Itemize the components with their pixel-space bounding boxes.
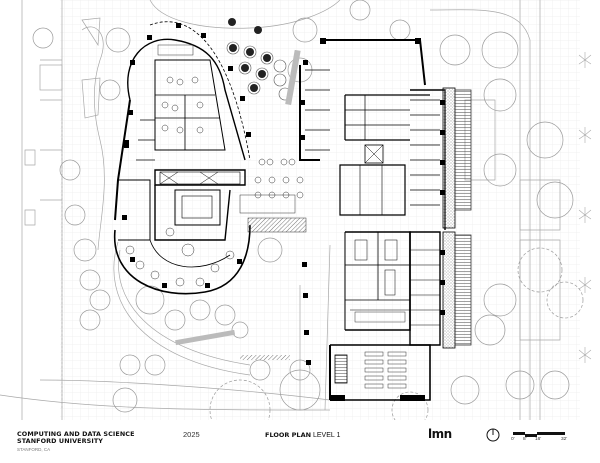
site-paving-grid: [60, 0, 580, 420]
sheet-title: FLOOR PLAN LEVEL 1: [265, 431, 340, 439]
scale-label-8: 8': [523, 437, 527, 442]
classroom-desks: [354, 311, 407, 389]
scale-label-0: 0': [511, 437, 515, 442]
east-block: [299, 39, 446, 401]
project-location: STANFORD, CA: [17, 447, 51, 452]
sheet-title-level: LEVEL 1: [313, 432, 341, 439]
sheet-title-bold: FLOOR PLAN: [265, 431, 312, 439]
floor-plan-drawing: [0, 0, 592, 420]
project-name: COMPUTING AND DATA SCIENCE: [17, 430, 135, 438]
scale-label-32: 32': [561, 437, 568, 442]
scale-bar: 0' 8' 16' 32': [510, 427, 600, 447]
title-block: COMPUTING AND DATA SCIENCE STANFORD UNIV…: [0, 425, 600, 463]
west-wing: [113, 21, 251, 295]
north-arrow-icon: [486, 428, 500, 442]
furniture: [125, 44, 307, 287]
scale-label-16: 16': [535, 437, 542, 442]
courtyard-tables: [228, 18, 271, 92]
shrub-symbols: [578, 52, 592, 363]
east-columns: [300, 38, 445, 401]
client-name: STANFORD UNIVERSITY: [17, 437, 104, 445]
trees: [32, 0, 584, 420]
scale-bar-graphic: [513, 432, 565, 437]
project-info: COMPUTING AND DATA SCIENCE STANFORD UNIV…: [17, 431, 135, 453]
firm-logo: lmn: [428, 427, 452, 441]
structural-columns: [122, 23, 311, 365]
project-year: 2025: [183, 430, 200, 439]
